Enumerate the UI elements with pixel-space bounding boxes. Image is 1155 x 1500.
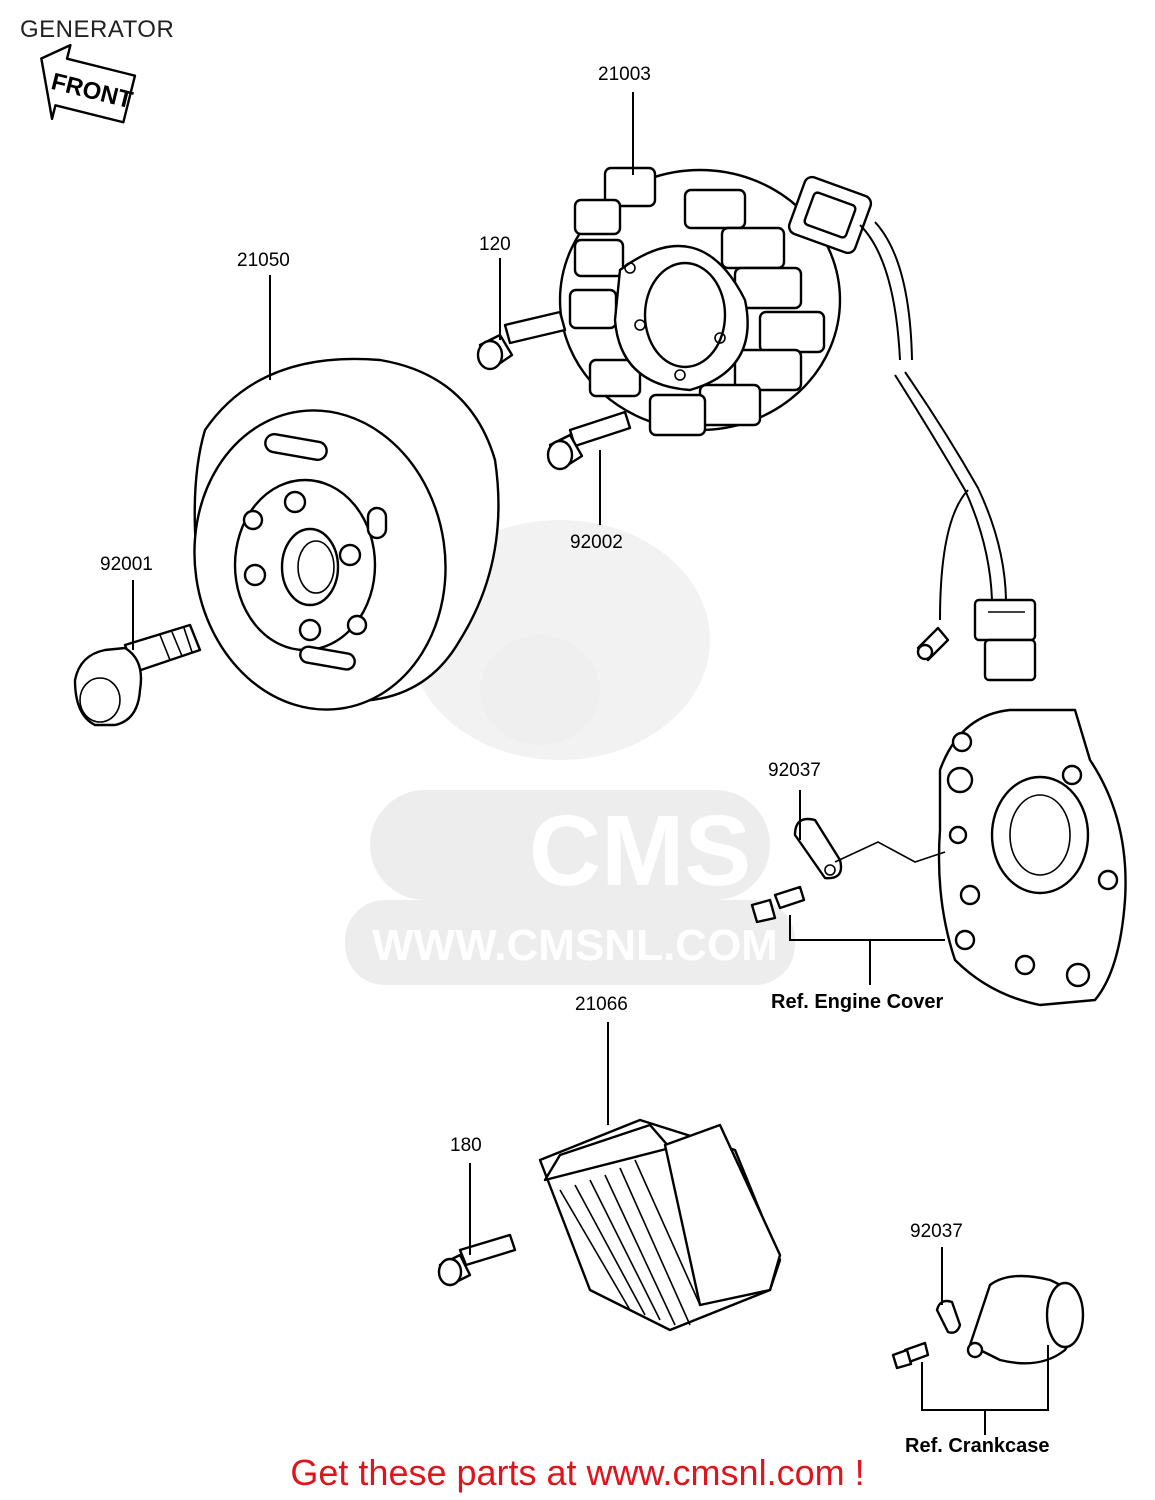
front-arrow-icon: FRONT [40, 43, 137, 124]
stator-bolt-lower-part [546, 410, 632, 471]
ref-engine-cover: Ref. Engine Cover [771, 991, 943, 1013]
leader-lines [132, 92, 1049, 1435]
engine-cover-part [937, 708, 1127, 1007]
regulator-bolt-part [437, 1233, 517, 1287]
regulator-part [538, 1118, 782, 1332]
label-92002: 92002 [570, 532, 623, 553]
label-21066: 21066 [575, 994, 628, 1015]
label-180: 180 [450, 1135, 482, 1156]
label-21003: 21003 [598, 64, 651, 85]
label-120: 120 [479, 234, 511, 255]
crankcase-part [966, 1274, 1085, 1365]
label-21050: 21050 [237, 250, 290, 271]
watermark-brand: CMS [529, 795, 751, 907]
footer-cta-link[interactable]: Get these parts at www.cmsnl.com ! [290, 1452, 865, 1493]
label-92037-upper: 92037 [768, 760, 821, 781]
watermark-url: WWW.CMSNL.COM [372, 921, 778, 970]
rotor-bolt-part [73, 623, 202, 727]
clamp-lower-part [891, 1299, 962, 1370]
clamp-upper-part [750, 817, 946, 924]
stator-bolt-upper-part [476, 310, 567, 371]
watermark: CMS WWW.CMSNL.COM [345, 520, 795, 985]
ref-crankcase: Ref. Crankcase [905, 1435, 1050, 1457]
rotor-part [193, 357, 500, 711]
label-92037-lower: 92037 [910, 1221, 963, 1242]
stator-part [558, 166, 1037, 682]
diagram-title: GENERATOR [20, 16, 175, 43]
label-92001: 92001 [100, 554, 153, 575]
